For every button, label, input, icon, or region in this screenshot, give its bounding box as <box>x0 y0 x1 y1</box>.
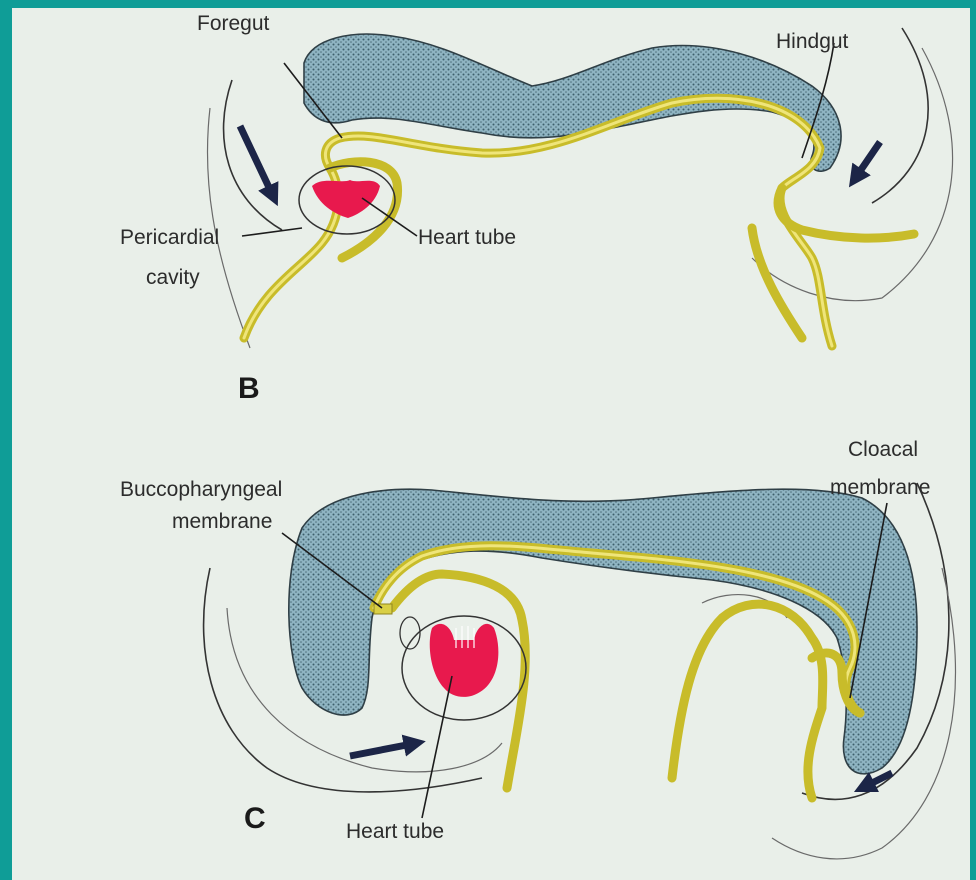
panel-letter-b: B <box>238 372 260 405</box>
ectoderm-c <box>289 489 917 774</box>
hindgut-pocket-b <box>778 188 914 238</box>
label-heart-tube-b: Heart tube <box>418 226 516 249</box>
label-hindgut: Hindgut <box>776 30 849 53</box>
heart-tube-c <box>430 624 499 697</box>
label-cloacal-line1: Cloacal <box>848 438 918 461</box>
label-pericardial-line1: Pericardial <box>120 226 219 249</box>
label-bucco-line1: Buccopharyngeal <box>120 478 282 501</box>
fold-arrow-left-b <box>240 126 274 198</box>
label-bucco-line2: membrane <box>172 510 272 533</box>
panel-letter-c: C <box>244 802 266 835</box>
amnion-line-right-b <box>872 28 928 203</box>
heart-tube-b <box>312 180 380 218</box>
fold-arrow-left-c <box>350 743 417 756</box>
fold-arrow-right-b <box>854 142 880 180</box>
pericardial-leader <box>242 228 302 236</box>
figure-canvas: Foregut Hindgut Pericardial cavity Heart… <box>12 8 970 880</box>
hindgut-wall-c <box>672 604 823 798</box>
hindgut-wall-b <box>752 228 802 338</box>
label-cloacal-line2: membrane <box>830 476 930 499</box>
pericardial-recess-c <box>400 617 420 649</box>
embryo-folding-diagram: Foregut Hindgut Pericardial cavity Heart… <box>12 8 970 880</box>
label-pericardial-line2: cavity <box>146 266 200 289</box>
buccopharyngeal-membrane <box>374 604 392 614</box>
panel-b: Foregut Hindgut Pericardial cavity Heart… <box>120 12 953 405</box>
panel-c: Buccopharyngeal membrane Cloacal membran… <box>120 438 956 859</box>
label-foregut: Foregut <box>197 12 270 35</box>
heart-tube-leader-c <box>422 676 452 818</box>
label-heart-tube-c: Heart tube <box>346 820 444 843</box>
